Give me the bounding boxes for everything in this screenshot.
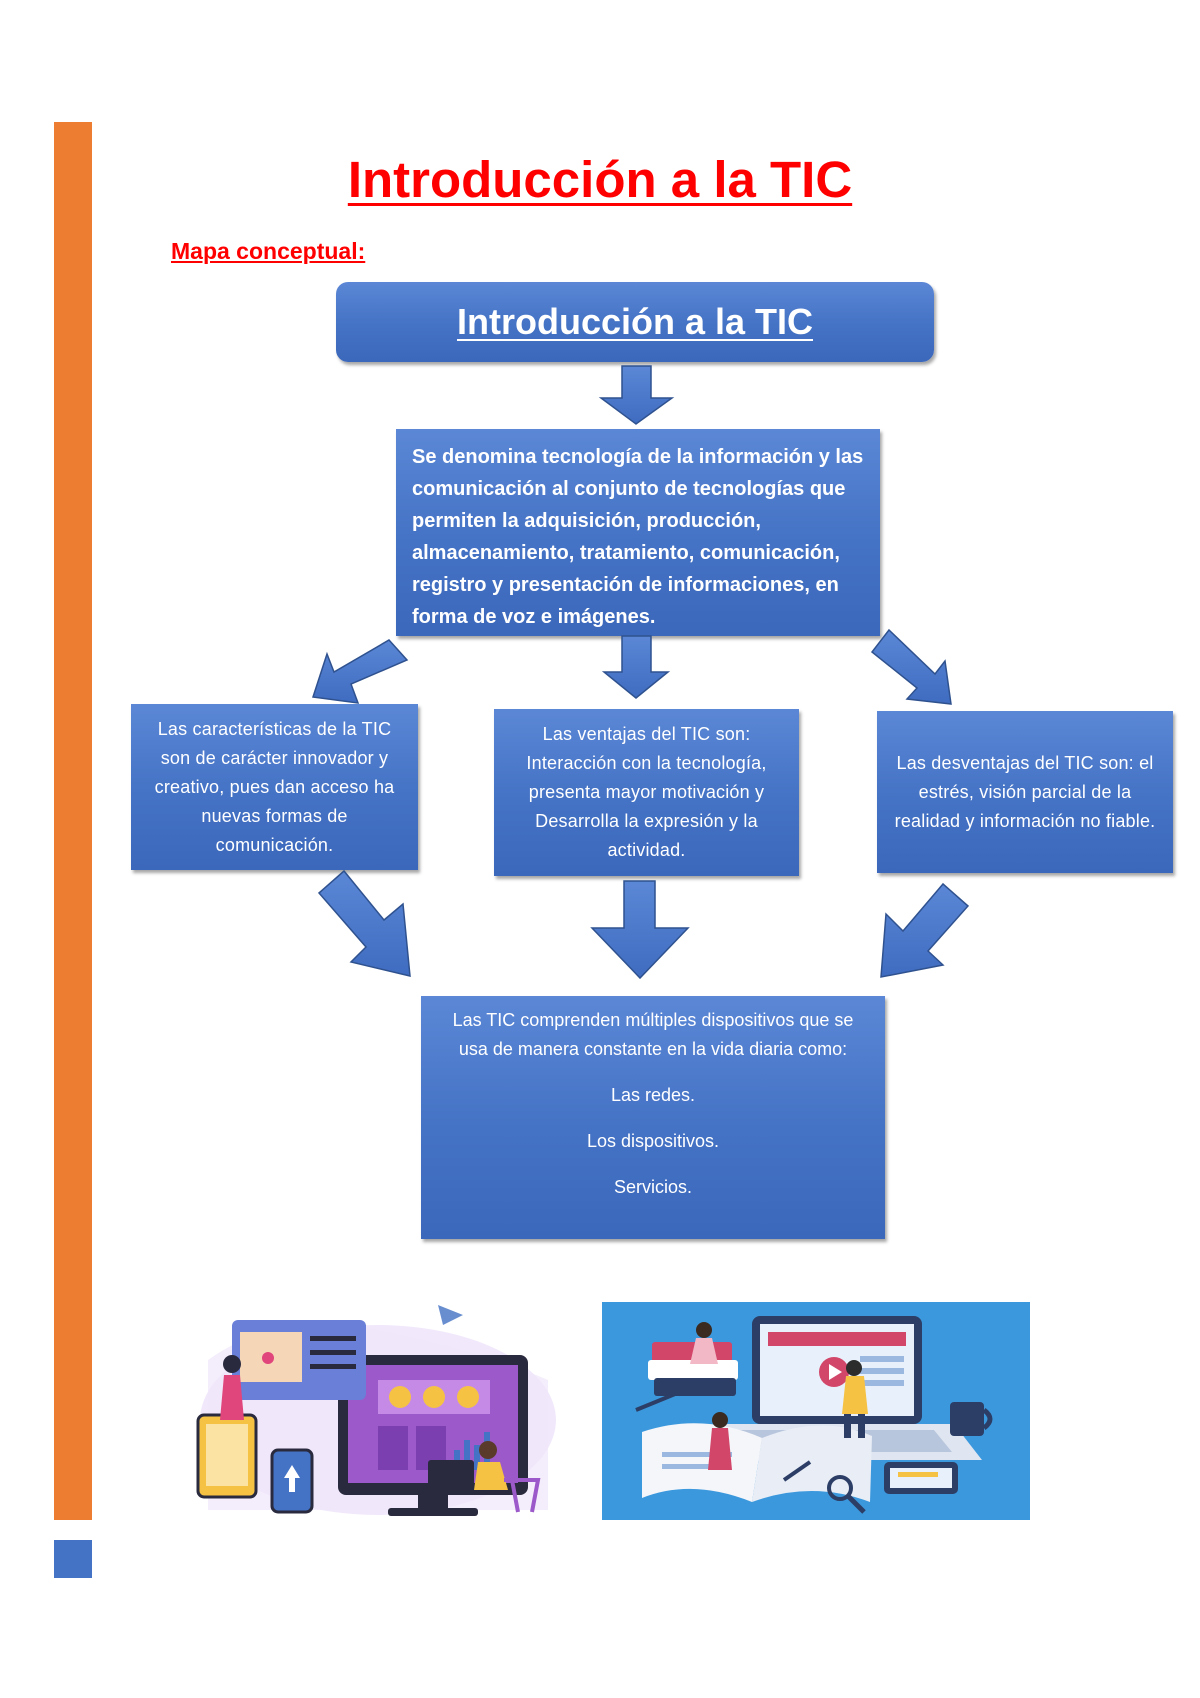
devices-intro-text: Las TIC comprenden múltiples dispositivo… [452,1010,854,1059]
disadvantages-text: Las desventajas del TIC son: el estrés, … [894,752,1156,831]
sidebar-accent-bar [54,122,92,1520]
arrow-down-icon [590,880,690,980]
characteristics-text: Las características de la TIC son de car… [154,718,395,855]
arrow-down-icon [598,365,675,425]
devices-item: Los dispositivos. [586,1131,720,1151]
arrow-down-left-icon [880,882,970,978]
arrow-down-right-icon [317,869,411,977]
tic-illustration-left [196,1305,556,1516]
disadvantages-box: Las desventajas del TIC son: el estrés, … [877,711,1173,873]
page-title: Introducción a la TIC [347,151,853,208]
definition-box: Se denomina tecnología de la información… [396,429,880,636]
tic-illustration-right [602,1302,1030,1520]
arrow-down-left-icon [312,639,409,704]
devices-box: Las TIC comprenden múltiples dispositivo… [421,996,885,1239]
concept-root-label: Introducción a la TIC [456,301,814,342]
section-subtitle: Mapa conceptual: [171,238,366,264]
characteristics-box: Las características de la TIC son de car… [131,704,418,870]
devices-item: Servicios. [613,1177,693,1197]
concept-root-box: Introducción a la TIC [336,282,934,362]
sidebar-accent-square [54,1540,92,1578]
definition-text: Se denomina tecnología de la información… [412,446,864,628]
advantages-box: Las ventajas del TIC son: Interacción co… [494,709,799,876]
advantages-text: Las ventajas del TIC son: Interacción co… [526,724,767,860]
arrow-down-right-icon [870,628,952,705]
devices-item: Las redes. [610,1085,696,1105]
arrow-down-icon [601,635,671,699]
